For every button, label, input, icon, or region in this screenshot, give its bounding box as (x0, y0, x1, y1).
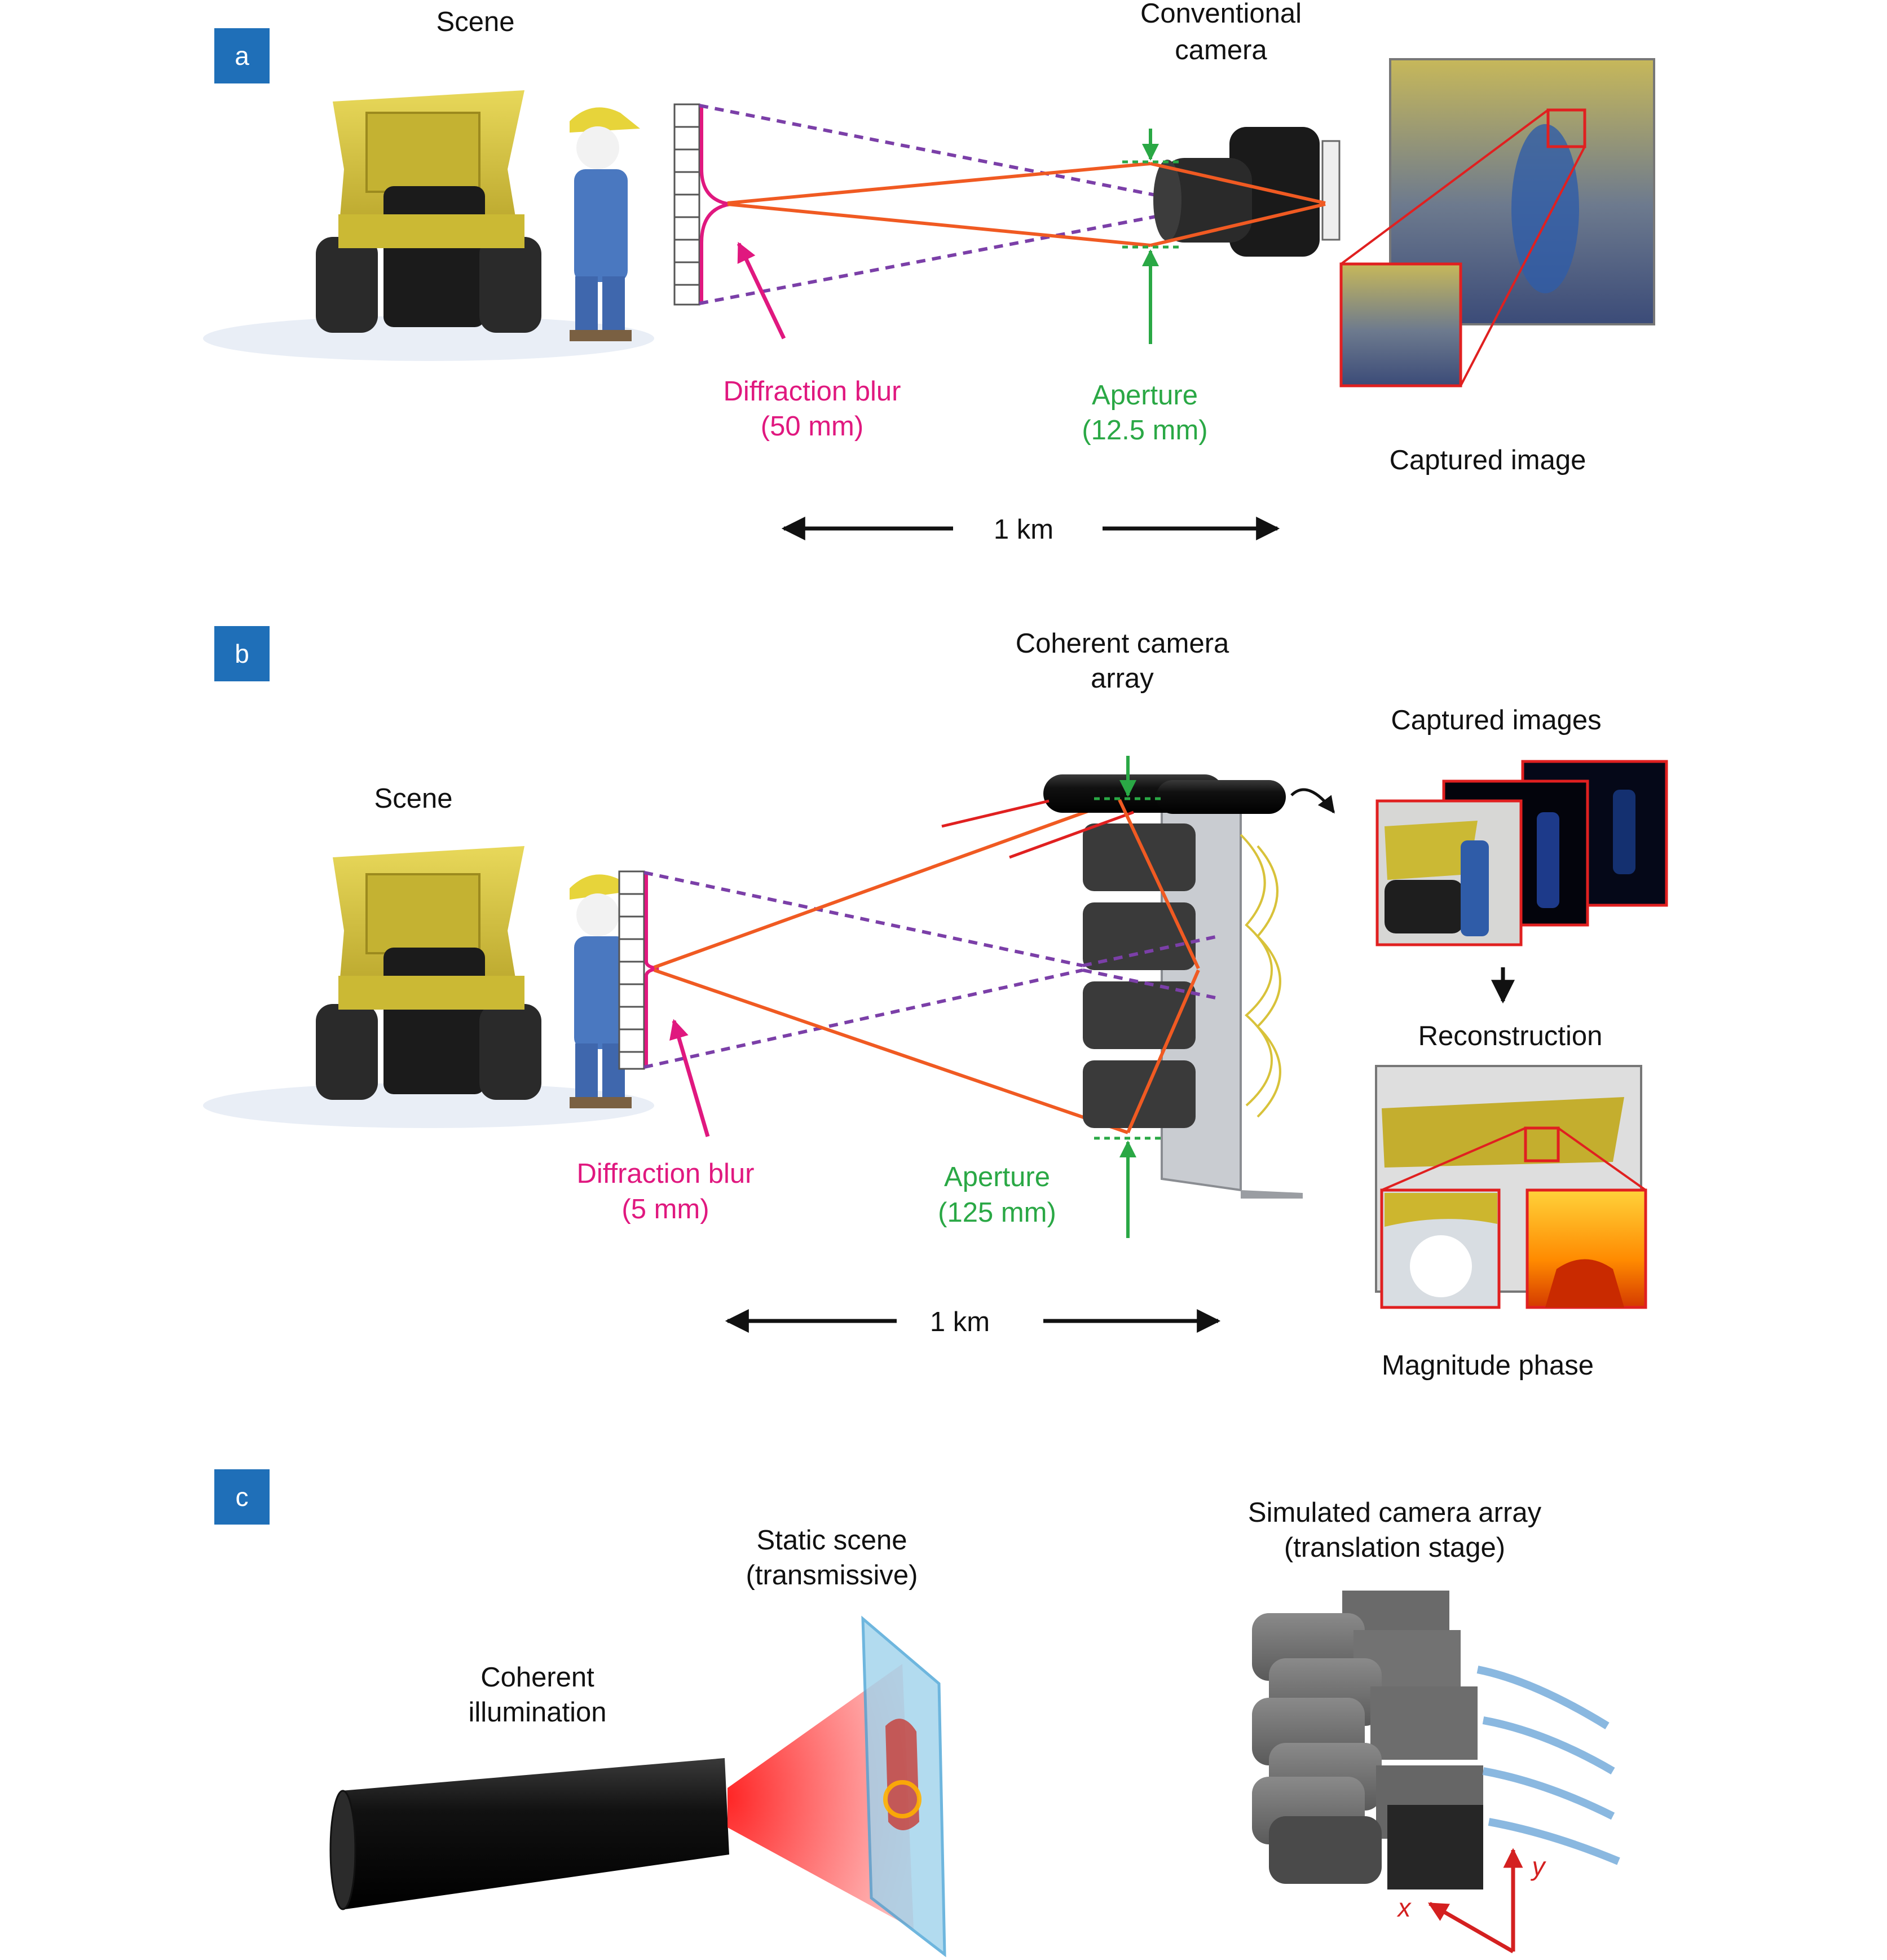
captured-image-figure-2 (1537, 812, 1559, 908)
diffraction-profile-b (645, 873, 659, 1067)
laser-beam-2-b (1009, 811, 1134, 859)
ray-rig-1-b (1118, 799, 1200, 970)
zoom-line-2-b (1557, 1127, 1647, 1191)
aperture-label-line1-b: Aperture (944, 1162, 1050, 1192)
aperture-label-line2-a: (12.5 mm) (1082, 415, 1207, 446)
ray-dashed-rig-1-b (1082, 935, 1219, 967)
diffraction-label-line1-a: Diffraction blur (723, 376, 901, 407)
scene-hand-shape (885, 1719, 919, 1830)
reconstruction-label-b: Reconstruction (1418, 1021, 1603, 1051)
ray-dashed-bottom-b (643, 968, 1083, 1069)
panel-b-badge-letter: b (235, 639, 249, 668)
reconstruction-truck-b (1382, 1097, 1624, 1168)
laser-beam-1-b (941, 799, 1050, 828)
wavefront-grid-b (618, 870, 645, 1070)
diffraction-label-line1-b: Diffraction blur (576, 1159, 754, 1189)
captured-image-figure-3 (1613, 790, 1635, 874)
phase-silhouette-b (1545, 1259, 1624, 1307)
ray-converge-top-a (1150, 162, 1326, 205)
ray-converge-bottom-a (1150, 202, 1326, 247)
captured-zoom-box-a (1546, 108, 1586, 148)
diffraction-pointer-a (737, 241, 786, 340)
illumination-label-line2: illumination (468, 1697, 606, 1728)
ray-rig-2-b (1126, 969, 1200, 1134)
panel-c-badge-letter: c (236, 1482, 249, 1512)
ray-solid-top-a (727, 162, 1151, 205)
panel-a-badge (214, 28, 270, 83)
magnitude-face-b (1410, 1235, 1472, 1297)
laser-cylinder-right-b (1156, 780, 1286, 814)
captured-zoom-inset-a (1339, 262, 1462, 387)
ray-dashed-top-a (699, 104, 1168, 199)
axis-x-arrow (1427, 1901, 1514, 1954)
reconstruction-zoom-box-b (1524, 1126, 1560, 1162)
panel-a-badge-letter: a (235, 41, 249, 71)
coherent-laser-cylinder (341, 1758, 729, 1909)
ray-dashed-rig-2-b (1082, 968, 1219, 1000)
diffraction-profile-a (700, 107, 731, 305)
captured-label-a: Captured image (1390, 445, 1586, 475)
diffraction-label-line2-b: (5 mm) (621, 1194, 709, 1225)
simulated-camera-array (1252, 1591, 1620, 1889)
simulated-array-label-line1: Simulated camera array (1248, 1497, 1542, 1528)
magnitude-helmet-b (1385, 1193, 1497, 1227)
array-label-line1-b: Coherent camera (1016, 628, 1229, 659)
ray-dashed-top-b (643, 871, 1083, 967)
captured-image-worker-thumb (1461, 840, 1489, 936)
distance-label-b: 1 km (930, 1307, 990, 1337)
array-label-line2-b: array (1091, 663, 1154, 694)
static-scene-label-line1: Static scene (757, 1525, 907, 1556)
worker-figure-b (570, 874, 632, 1108)
aperture-label-line1-a: Aperture (1092, 380, 1198, 411)
rig-to-images-arrow-b (1290, 788, 1335, 814)
static-scene-label-line2: (transmissive) (746, 1560, 918, 1591)
panel-b: b Scene (203, 626, 1668, 1381)
simulated-array-label-line2: (translation stage) (1284, 1532, 1505, 1563)
illumination-label-line1: Coherent (480, 1662, 594, 1693)
ground-shadow-b (203, 1083, 654, 1128)
ground-shadow-a (203, 316, 654, 361)
camera-label-line1-a: Conventional (1140, 0, 1302, 29)
diffraction-pointer-b (669, 1019, 710, 1137)
ray-dashed-bottom-a (699, 213, 1168, 305)
camera-label-line2-a: camera (1175, 35, 1267, 65)
distance-label-a: 1 km (994, 514, 1053, 545)
zoom-line-1-b (1381, 1127, 1526, 1191)
ray-solid-top-b (653, 798, 1121, 969)
worker-figure-a (570, 107, 640, 341)
zoom-line-1-a (1340, 109, 1549, 265)
ray-solid-bottom-a (727, 202, 1151, 247)
captured-image-truck-thumb (1385, 821, 1478, 880)
panel-b-badge (214, 626, 270, 681)
captured-images-label-b: Captured images (1391, 705, 1601, 735)
panel-a: a Scene (203, 0, 1655, 545)
diffraction-label-line2-a: (50 mm) (761, 411, 863, 442)
camera-array-rig (1083, 788, 1303, 1199)
zoom-line-2-a (1460, 146, 1586, 386)
ray-solid-bottom-b (654, 968, 1128, 1134)
panel-c-badge (214, 1469, 270, 1525)
laser-cylinder-end-cap (329, 1790, 356, 1910)
captured-blur-figure-a (1511, 124, 1579, 293)
captured-image-wheels-thumb (1385, 880, 1463, 933)
truck-illustration-b (316, 846, 541, 1100)
scene-label-b: Scene (374, 783, 453, 814)
truck-illustration-a (316, 90, 541, 333)
magnitude-phase-label-b: Magnitude phase (1382, 1350, 1594, 1381)
axis-x-label: x (1397, 1893, 1412, 1922)
scene-label-a: Scene (437, 7, 515, 37)
aperture-label-line2-b: (125 mm) (938, 1197, 1056, 1228)
wavefront-grid-a (673, 103, 700, 306)
panel-c: c Static scene (transmissive) Simulated … (214, 1469, 1620, 1958)
scene-pattern-ring (883, 1780, 922, 1818)
axis-y-label: y (1531, 1852, 1547, 1881)
